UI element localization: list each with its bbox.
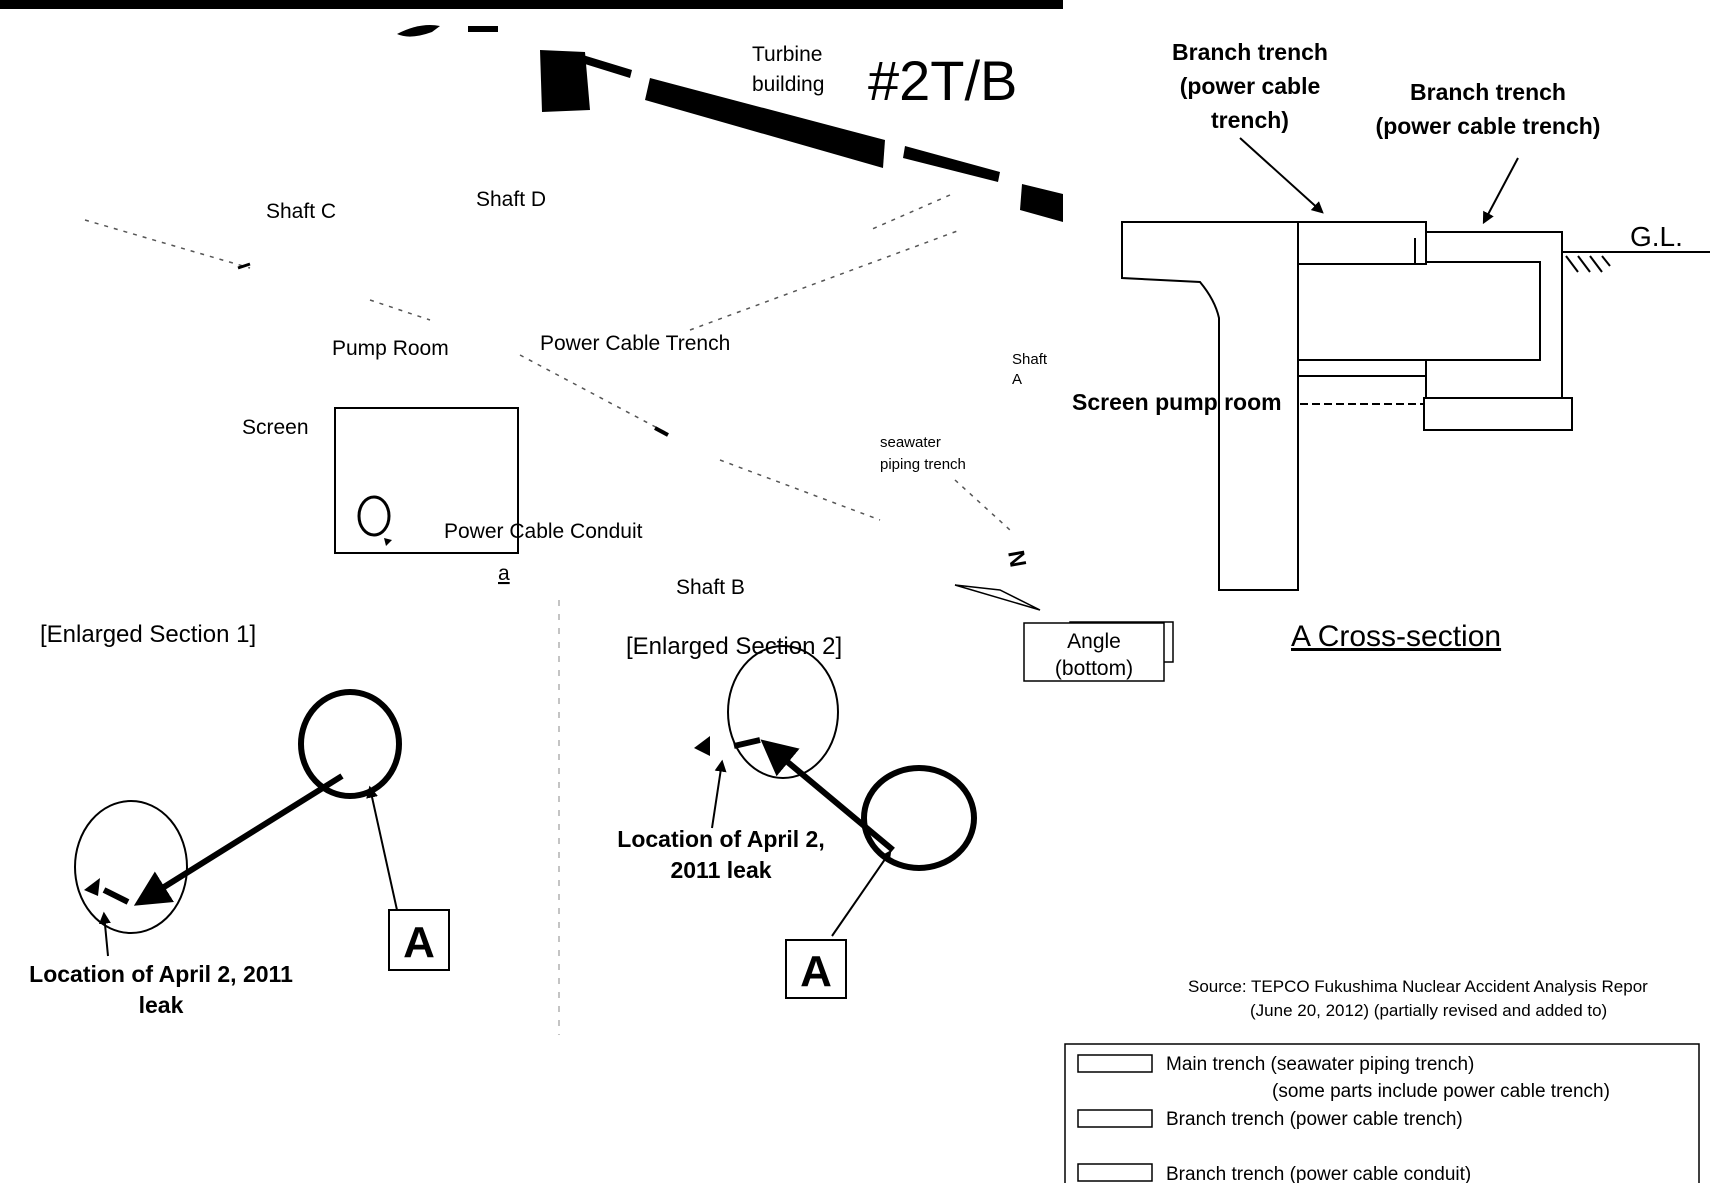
cross-section-labels: Branch trench (power cable trench) Branc… — [1072, 39, 1683, 653]
legend-main-trench-sub: (some parts include power cable trench) — [1272, 1081, 1610, 1102]
section-marker-label: A — [800, 947, 832, 996]
shaft-c-label: Shaft C — [266, 200, 336, 223]
leak-location-label-2: 2011 leak — [670, 857, 771, 883]
turbine-building-label-2: building — [752, 73, 824, 96]
section-marker-box — [388, 909, 450, 971]
power-cable-trench-label: Power Cable Trench — [540, 332, 730, 355]
trench-traces — [84, 194, 1011, 531]
cross-section-title: A Cross-section — [1291, 620, 1501, 653]
legend-frame — [1064, 1043, 1700, 1183]
point-a-label: a — [498, 562, 510, 585]
branch-trench-1-label-3: trench) — [1211, 107, 1289, 133]
branch-trench-2 — [1425, 231, 1563, 399]
shaft-a-label-2: A — [1012, 371, 1022, 388]
seawater-trench-label-2: piping trench — [880, 456, 966, 473]
shaft-d-label: Shaft D — [476, 188, 546, 211]
leak-pointer-arrow — [711, 759, 727, 829]
screen-pump-room-structure — [1121, 221, 1299, 591]
leak-area-circle — [74, 800, 188, 934]
turbine-building-block — [645, 78, 885, 168]
north-indicator: N — [1003, 548, 1031, 569]
leak-location-label-2: leak — [139, 992, 184, 1018]
branch-trench-1-label-1: Branch trench — [1172, 39, 1328, 65]
seawater-trench-label-1: seawater — [880, 434, 941, 451]
source-line-1: Source: TEPCO Fukushima Nuclear Accident… — [1188, 977, 1648, 996]
branch-trench-1 — [1298, 221, 1427, 265]
legend-swatch-power-cable-conduit — [1077, 1163, 1153, 1182]
shaft-b-label: Shaft B — [676, 576, 745, 599]
legend-swatch-power-cable-trench — [1077, 1109, 1153, 1128]
turbine-building-block — [540, 50, 590, 112]
branch-trench-2-arrow — [1482, 157, 1519, 225]
leak-area-circle — [727, 645, 839, 779]
conduit-lines — [1298, 359, 1426, 377]
pump-room-label: Pump Room — [332, 337, 449, 360]
enlarged-section-1: [Enlarged Section 1] A Location of April… — [29, 621, 450, 1018]
branch-trench-1-step — [1414, 238, 1426, 265]
leak-location-label-1: Location of April 2, — [617, 826, 824, 852]
ground-hatch — [1565, 255, 1611, 273]
branch-trench-2-label-2: (power cable trench) — [1376, 113, 1601, 139]
leak-mark — [102, 887, 130, 905]
top-border-bar — [0, 0, 1063, 9]
plan-leak-arrowhead — [384, 538, 392, 546]
branch-trench-1-label-2: (power cable — [1180, 73, 1321, 99]
plan-view: Turbine building #2T/B Shaft C Shaft D P… — [84, 25, 1174, 682]
trench-end-circle — [861, 765, 977, 871]
leak-mark — [733, 737, 761, 749]
section-a-pointer-arrow — [366, 785, 398, 911]
turbine-building-block — [397, 25, 440, 37]
ground-level-label: G.L. — [1630, 221, 1683, 252]
turbine-building-block — [468, 26, 498, 32]
enlarged-2-title: [Enlarged Section 2] — [626, 633, 842, 660]
enlarge-arrow — [760, 739, 895, 853]
legend-swatch-main-trench — [1077, 1054, 1153, 1073]
angle-box — [1023, 622, 1165, 682]
turbine-building-block — [572, 52, 632, 78]
shaft-a-label-1: Shaft — [1012, 351, 1048, 368]
section-marker-box — [785, 939, 847, 999]
legend: Main trench (seawater piping trench) (so… — [1064, 1043, 1700, 1183]
angle-label-1: Angle — [1067, 630, 1121, 653]
enlarged-area-box — [334, 407, 519, 554]
leak-pointer-arrow — [98, 911, 111, 957]
section-a-pointer-arrow — [831, 850, 892, 937]
leak-direction-arrowhead — [694, 736, 710, 756]
enlarged-section-2: [Enlarged Section 2] A Location of April… — [617, 633, 977, 999]
turbine-building-label-1: Turbine — [752, 43, 822, 66]
trench-segment — [237, 262, 251, 270]
unit-id-label: #2T/B — [868, 49, 1017, 112]
turbine-building-block — [1020, 184, 1063, 222]
screen-label: Screen — [242, 416, 309, 439]
legend-power-cable-conduit-label: Branch trench (power cable conduit) — [1166, 1164, 1471, 1183]
base-slab — [1423, 397, 1573, 431]
trench-end-circle — [298, 689, 402, 799]
branch-trench-2-label-1: Branch trench — [1410, 79, 1566, 105]
angle-label-2: (bottom) — [1055, 657, 1133, 680]
enlarged-1-title: [Enlarged Section 1] — [40, 621, 256, 648]
legend-power-cable-trench-label: Branch trench (power cable trench) — [1166, 1109, 1463, 1130]
legend-main-trench-label: Main trench (seawater piping trench) — [1166, 1054, 1474, 1075]
cross-section-view — [1121, 221, 1710, 591]
north-arrow — [954, 584, 1041, 611]
leak-direction-arrowhead — [84, 878, 100, 896]
enlarge-arrow — [133, 773, 344, 906]
screen-pump-room-label: Screen pump room — [1072, 389, 1282, 415]
turbine-building-block — [903, 146, 1000, 182]
section-marker-label: A — [403, 918, 435, 967]
trench-segment — [654, 426, 669, 437]
plan-leak-circle — [357, 495, 391, 537]
leak-location-label-1: Location of April 2, 2011 — [29, 961, 293, 987]
power-cable-conduit-label: Power Cable Conduit — [444, 520, 643, 543]
source-line-2: (June 20, 2012) (partially revised and a… — [1250, 1001, 1607, 1020]
branch-trench-1-arrow — [1239, 137, 1324, 214]
